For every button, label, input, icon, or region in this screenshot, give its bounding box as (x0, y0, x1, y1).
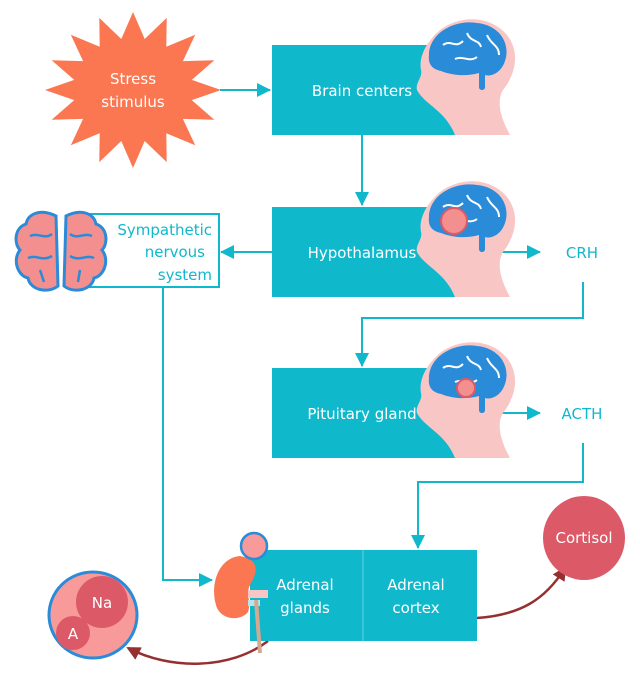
cortisol-node: Cortisol (543, 496, 625, 580)
arrow-crh-to-pituitary (355, 282, 584, 367)
brain-icon (14, 210, 108, 292)
hypothalamus-node: Hypothalamus (272, 180, 517, 298)
a-label: A (68, 625, 79, 643)
pituitary-node: Pituitary gland (272, 341, 517, 459)
adrenal-cortex-line1: Adrenal (387, 576, 444, 594)
stress-label-line1: Stress (110, 70, 156, 88)
arrow-glands-to-na-a (126, 640, 269, 665)
cortisol-label: Cortisol (555, 529, 612, 547)
brain-centers-label: Brain centers (312, 82, 412, 100)
crh-label: CRH (566, 244, 598, 262)
stress-label-line2: stimulus (101, 93, 165, 111)
acth-label: ACTH (562, 405, 603, 423)
adrenal-glands-line1: Adrenal (276, 576, 333, 594)
adrenal-cortex-line2: cortex (392, 599, 439, 617)
pituitary-highlight (456, 378, 476, 398)
pituitary-label: Pituitary gland (307, 405, 416, 423)
hypothalamus-label: Hypothalamus (308, 244, 417, 262)
adrenal-glands-line2: glands (280, 599, 330, 617)
arrow-sympathetic-to-adrenal (162, 287, 213, 587)
adrenal-node: Adrenal glands Adrenal cortex (214, 531, 477, 654)
na-label: Na (92, 594, 112, 612)
brain-centers-node: Brain centers (272, 18, 517, 136)
arrow-cortex-to-cortisol (476, 566, 567, 620)
connectors (126, 83, 584, 665)
sympathetic-label-line2: nervous (145, 243, 205, 261)
sympathetic-label-line1: Sympathetic (117, 221, 212, 239)
sympathetic-node: Sympathetic nervous system (14, 210, 220, 292)
na-a-node: Na A (47, 570, 139, 660)
stress-stimulus-node: Stress stimulus (45, 12, 221, 168)
sympathetic-label-line3: system (158, 266, 212, 284)
hypothalamus-highlight (440, 207, 468, 235)
kidney-icon (214, 531, 269, 654)
arrow-acth-to-cortex (411, 443, 584, 549)
starburst-shape (45, 12, 221, 168)
